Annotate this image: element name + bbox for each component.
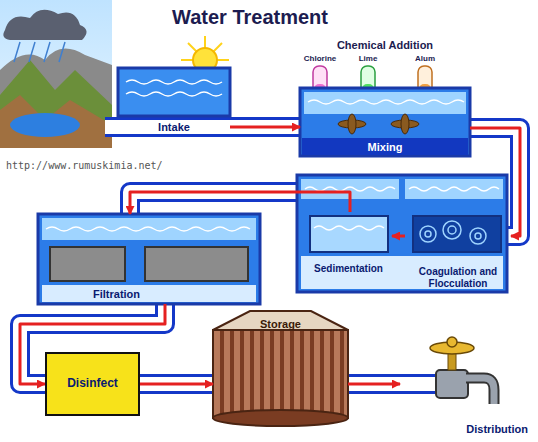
- node-text: Mixing: [368, 141, 403, 154]
- node-text: Storage: [260, 318, 301, 331]
- part-label: Lime: [340, 54, 396, 63]
- flow-arrow: [130, 192, 350, 214]
- watermark: http://www.rumuskimia.net/: [6, 160, 206, 171]
- storage-tank: [213, 311, 348, 426]
- flow-arrow: [348, 383, 400, 386]
- part-label: Chlorine: [292, 54, 348, 63]
- filtration-tank: Filtration: [38, 214, 260, 304]
- storage-tank: Storage: [213, 310, 348, 420]
- flow-arrow: [470, 128, 520, 236]
- node-text: Sedimentation: [314, 263, 383, 275]
- node-text: Intake: [158, 121, 190, 134]
- sedimentation-basin: Sedimentation: [305, 212, 392, 277]
- node-text: Disinfect: [67, 377, 118, 391]
- title: Water Treatment: [0, 6, 500, 29]
- coagulation-basin: Coagulation and Flocculation: [405, 212, 511, 292]
- disinfection-box: Disinfect: [45, 352, 140, 416]
- node-text: Filtration: [93, 288, 140, 301]
- flow-arrow: [230, 126, 300, 129]
- mixing-tank: Mixing: [300, 88, 470, 156]
- faucet: [430, 337, 494, 404]
- distribution-tap: Distribution: [400, 330, 532, 438]
- intake-tank: [118, 68, 230, 116]
- flow-arrow: [140, 383, 213, 386]
- intake-tank: Intake: [118, 68, 230, 138]
- filtration-tank: [38, 214, 260, 304]
- part-label: Alum: [397, 54, 453, 63]
- flow-arrow: [392, 235, 405, 238]
- part-label: Chemical Addition: [300, 39, 470, 51]
- mixing-tank: [300, 88, 470, 156]
- landscape: [0, 0, 112, 148]
- node-text: Distribution: [466, 423, 528, 436]
- node-text: Coagulation and Flocculation: [407, 266, 509, 289]
